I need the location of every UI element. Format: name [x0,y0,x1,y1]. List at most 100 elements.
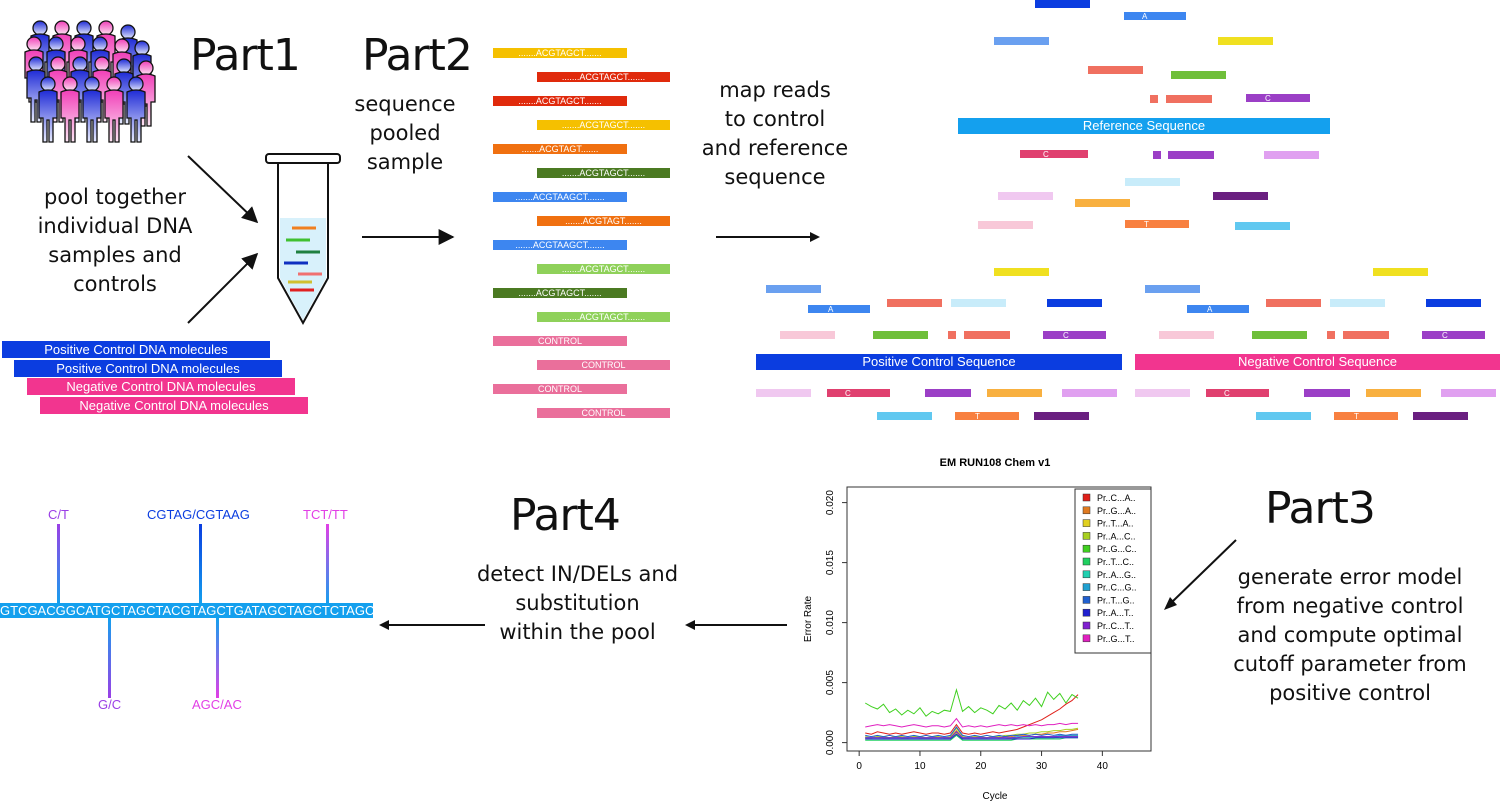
legend-swatch [1082,493,1091,502]
mapped-read [1206,389,1269,397]
map-arrow [716,232,820,242]
legend-label: Pr..T...A.. [1097,519,1134,529]
mismatch-mark: A [1207,305,1213,314]
mismatch-mark: A [1142,12,1148,21]
mapped-read [1426,299,1481,307]
mapped-read [1441,389,1496,397]
mapped-read [1171,71,1226,79]
variant-label: G/C [98,697,122,712]
mapped-read [1020,150,1088,158]
sequence-read: .......ACGTAGCT....... [493,48,627,58]
mapped-read [756,389,811,397]
legend-label: Pr..C...T.. [1097,621,1134,631]
legend-label: Pr..A...G.. [1097,570,1136,580]
mapped-read [808,305,870,313]
series-line [865,733,1079,740]
mapped-read [1043,331,1106,339]
mapped-read [1145,285,1200,293]
mismatch-mark: C [1043,150,1049,159]
mapped-read [1166,95,1212,103]
control-molecule-bar: Negative Control DNA molecules [40,397,308,414]
y-tick-label: 0.000 [825,730,836,755]
legend-swatch [1082,621,1091,630]
series-line [865,727,1079,739]
sequence-read: CONTROL [493,336,627,346]
legend-swatch [1082,608,1091,617]
variant-label: CGTAG/CGTAAG [147,507,250,522]
legend-swatch [1082,519,1091,527]
legend-label: Pr..T...G.. [1097,595,1135,605]
legend-swatch [1082,532,1091,540]
mismatch-mark: C [1265,94,1271,103]
mismatch-mark: A [828,305,834,314]
part2-description: sequence pooled sample [354,92,456,174]
legend-label: Pr..G...C.. [1097,544,1137,554]
mapped-read [994,37,1049,45]
part1-description: pool together individual DNA samples and… [37,185,193,296]
mapped-read [1159,331,1214,339]
tube-icon [187,153,455,326]
sequence-read: .......ACGTAAGCT....... [493,192,627,202]
mapped-read [1047,299,1102,307]
legend-swatch [1082,557,1091,566]
sequence-read: .......ACGTAGCT....... [537,120,670,130]
mapped-read [998,192,1053,200]
mapped-read [1330,299,1385,307]
control-molecule-bar: Negative Control DNA molecules [27,378,295,395]
mismatch-mark: T [1144,220,1149,229]
series-line [865,694,1079,735]
control-molecule-bar: Positive Control DNA molecules [14,360,282,377]
sequence-read: CONTROL [493,384,627,394]
mapped-read [1266,299,1321,307]
mapped-read [1034,412,1089,420]
mapped-read [1327,331,1335,339]
mismatch-mark: T [975,412,980,421]
mapped-read [1218,37,1273,45]
x-axis-label: Cycle [982,791,1007,802]
variant-label: TCT/TT [303,507,348,522]
people-icon [24,20,156,143]
series-line [865,731,1079,739]
legend-label: Pr..A...T.. [1097,608,1134,618]
mapped-read [1150,95,1158,103]
mapped-read [1246,94,1310,102]
dna-sequence: GTCGACGGCATGCTAGCTACGTAGCTGATAGCTAGCTCTA… [0,603,375,618]
mapped-read [1334,412,1398,420]
sequence-read: .......ACGTAGT....... [493,144,627,154]
series-line [865,726,1079,738]
mapped-read [978,221,1033,229]
legend-swatch [1082,596,1091,604]
mapped-read [1256,412,1311,420]
positive-control-sequence: Positive Control Sequence [756,354,1122,370]
mapped-read [1153,151,1161,159]
part1-title: Part1 [190,30,301,81]
legend-label: Pr..A...C.. [1097,531,1136,541]
legend-label: Pr..T...C.. [1097,557,1134,567]
part3-arrow [1164,539,1237,610]
mapped-read [951,299,1006,307]
legend-label: Pr..G...T.. [1097,634,1135,644]
x-tick-label: 30 [1036,761,1048,772]
sequence-read: .......ACGTAGCT....... [493,96,627,106]
mapped-read [1264,151,1319,159]
mismatch-mark: C [1442,331,1448,340]
mapped-read [1373,268,1428,276]
mapped-read [1062,389,1117,397]
mapped-read [1168,151,1214,159]
mapped-read [766,285,821,293]
chart-title: EM RUN108 Chem v1 [940,457,1051,469]
sequence-read: .......ACGTAGCT....... [537,72,670,82]
mapped-read [1235,222,1290,230]
legend-label: Pr..C...A.. [1097,493,1136,503]
mapped-read [1135,389,1190,397]
variant-label: AGC/AC [192,697,242,712]
mapped-read [948,331,956,339]
mapped-read [994,268,1049,276]
mapped-read [1422,331,1485,339]
x-tick-label: 40 [1097,761,1109,772]
series-line [865,734,1079,741]
part4-description: detect IN/DELs and substitution within t… [476,562,679,644]
part3-title: Part3 [1265,483,1376,534]
mapped-read [827,389,890,397]
sequence-read: CONTROL [537,408,670,418]
